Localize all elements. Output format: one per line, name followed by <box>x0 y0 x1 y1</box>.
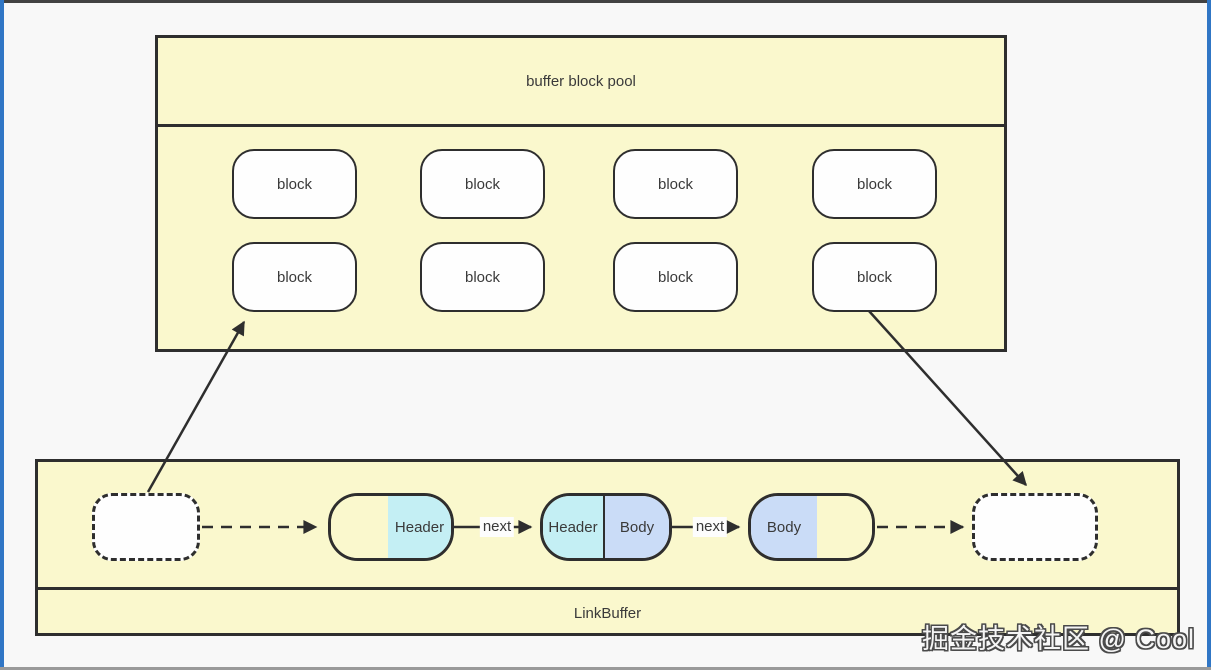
next-link-label: next <box>692 517 728 537</box>
block-label: block <box>657 175 694 193</box>
block-node: block <box>613 149 738 219</box>
block-label: block <box>276 175 313 193</box>
dashed-head-node <box>92 493 200 561</box>
block-label: block <box>464 175 501 193</box>
header-tail-node-empty-segment <box>331 496 388 558</box>
pool-title: buffer block pool <box>158 38 1004 127</box>
next-link-label: next <box>479 517 515 537</box>
window-frame-right <box>1207 0 1211 670</box>
header-tail-node-header-segment: Header <box>388 496 451 558</box>
block-label: block <box>464 268 501 286</box>
block-label: block <box>856 175 893 193</box>
window-frame-bottom <box>0 667 1211 670</box>
window-frame-left <box>0 0 4 670</box>
window-frame-top <box>0 0 1211 3</box>
block-node: block <box>420 242 545 312</box>
block-node: block <box>613 242 738 312</box>
header-label: Header <box>394 518 445 536</box>
dashed-tail-node <box>972 493 1098 561</box>
header-tail-node: Header <box>328 493 454 561</box>
block-node: block <box>812 242 937 312</box>
block-node: block <box>420 149 545 219</box>
block-node: block <box>232 242 357 312</box>
block-node: block <box>812 149 937 219</box>
watermark: 掘金技术社区 @ Cool <box>922 624 1195 654</box>
body-label: Body <box>766 518 802 536</box>
linkbuffer-divider <box>38 587 1177 590</box>
body-label: Body <box>619 518 655 536</box>
header-label: Header <box>548 518 598 536</box>
body-head-node: Body <box>748 493 875 561</box>
linkbuffer-title: LinkBuffer <box>573 604 642 622</box>
body-head-node-empty-segment <box>817 496 872 558</box>
block-label: block <box>657 268 694 286</box>
header-body-node-header-segment: Header <box>543 496 605 558</box>
block-node: block <box>232 149 357 219</box>
header-body-node: Header Body <box>540 493 672 561</box>
body-head-node-body-segment: Body <box>751 496 817 558</box>
header-body-node-body-segment: Body <box>605 496 669 558</box>
block-label: block <box>856 268 893 286</box>
block-label: block <box>276 268 313 286</box>
